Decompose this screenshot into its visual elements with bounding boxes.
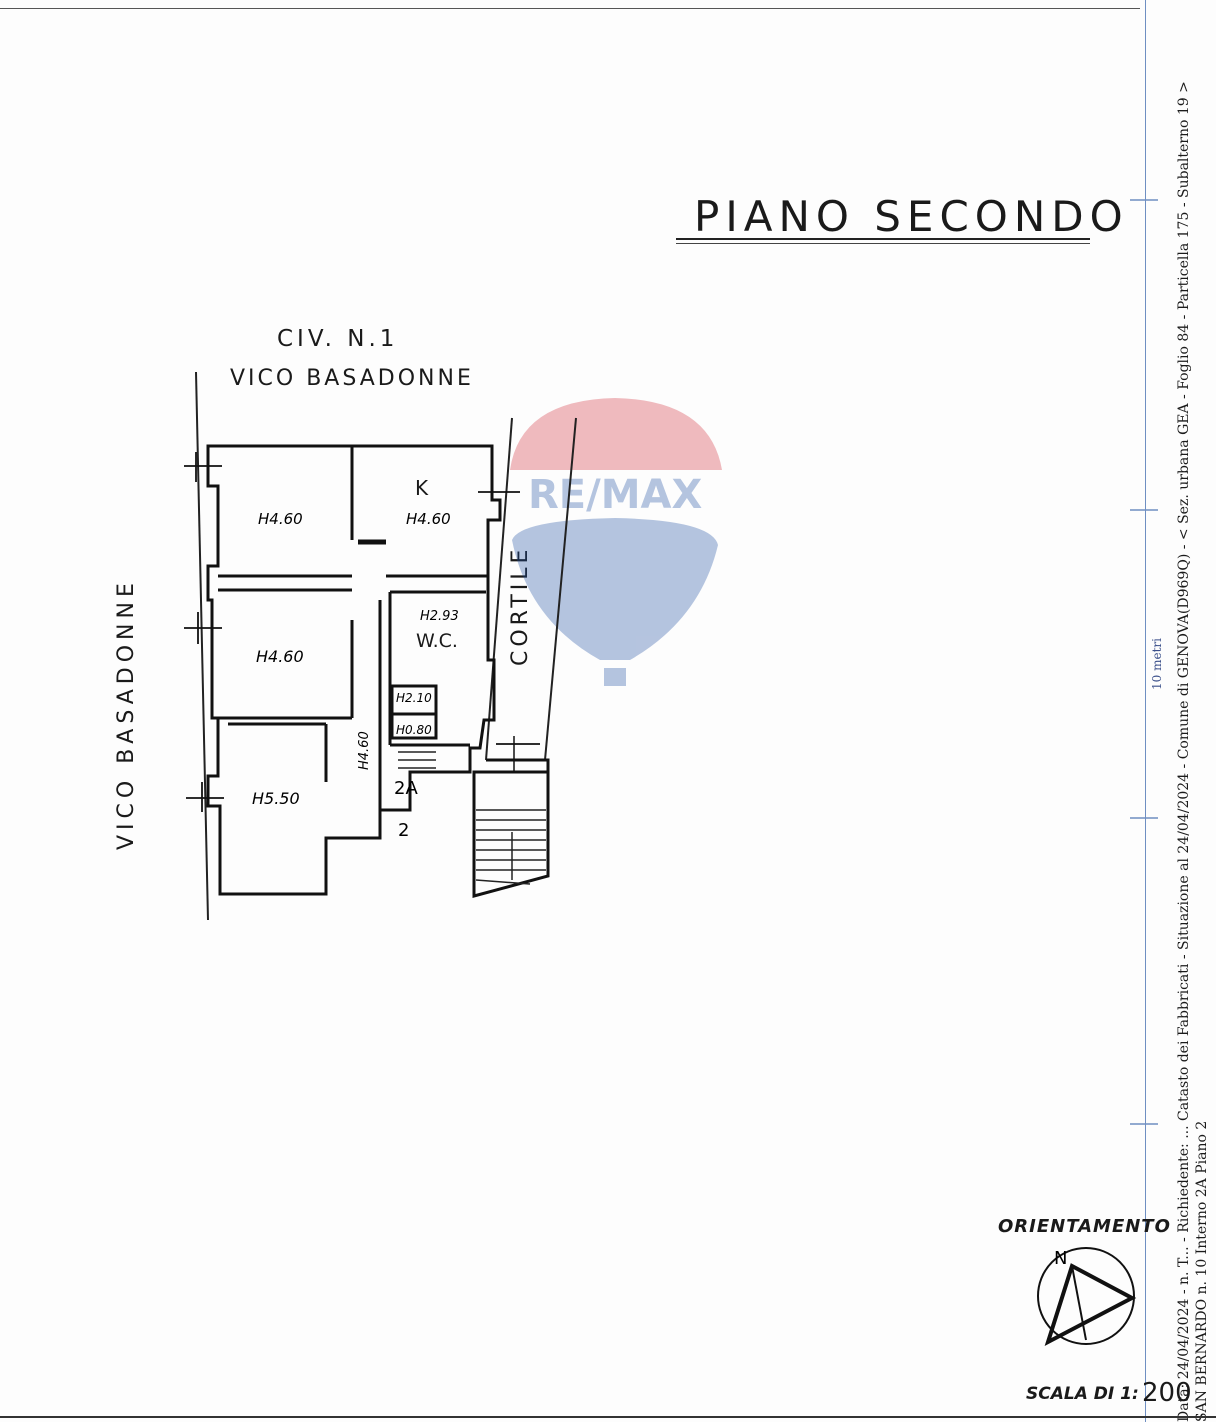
wc-height: H2.93 — [420, 609, 459, 624]
walls — [206, 444, 550, 898]
sidebar-ticks — [1130, 199, 1158, 1125]
stair-treads — [398, 751, 546, 885]
watermark-balloon-bottom — [512, 518, 718, 660]
title-underline — [676, 238, 1090, 240]
courtyard-wall-right — [544, 417, 577, 761]
outer-wall — [206, 444, 502, 896]
room-bottom-left-height: H5.50 — [252, 789, 300, 808]
scale-bar-label: 10 metri — [1150, 638, 1164, 690]
closet-outline — [390, 684, 438, 740]
entrance-2: 2 — [398, 820, 409, 841]
scale-value: 200 — [1142, 1378, 1192, 1408]
corridor-height: H4.60 — [357, 731, 372, 770]
orientation-label: ORIENTAMENTO — [998, 1216, 1171, 1237]
room-middle-left-height: H4.60 — [256, 647, 304, 666]
address-reference: SAN BERNARDO n. 10 Interno 2A Piano 2 — [1194, 1120, 1210, 1422]
watermark-balloon-top — [510, 398, 722, 470]
watermark-basket — [604, 668, 626, 686]
wc-letter: W.C. — [416, 630, 458, 652]
page-title: PIANO SECONDO — [694, 192, 1129, 241]
sidebar-rule — [1145, 0, 1146, 1422]
bottom-border — [0, 1416, 1216, 1418]
closet-low-height: H0.80 — [396, 723, 432, 737]
closet-height: H2.10 — [396, 691, 432, 705]
watermark-text: RE/MAX — [528, 472, 702, 518]
north-compass: N — [1037, 1247, 1137, 1347]
civic-number-label: CIV. N.1 — [277, 326, 399, 352]
street-top-label: VICO BASADONNE — [230, 366, 474, 391]
courtyard-wall-left — [485, 417, 513, 761]
room-top-left-height: H4.60 — [258, 510, 303, 528]
entrance-2a: 2A — [394, 778, 418, 799]
top-border — [0, 8, 1140, 9]
street-wall-left — [195, 371, 209, 921]
cadastral-reference: Data: 24/04/2024 - n. T... - Richiedente… — [1176, 81, 1192, 1422]
landing-outline — [486, 758, 550, 772]
kitchen-height: H4.60 — [406, 510, 451, 528]
title-underline-thin — [676, 243, 1090, 244]
north-label: N — [1054, 1248, 1067, 1269]
stair-outline — [472, 770, 550, 898]
scale-label: SCALA DI 1: — [1026, 1384, 1139, 1404]
window-marks — [184, 452, 540, 812]
kitchen-letter: K — [415, 476, 429, 500]
remax-watermark: RE/MAX — [510, 398, 722, 686]
